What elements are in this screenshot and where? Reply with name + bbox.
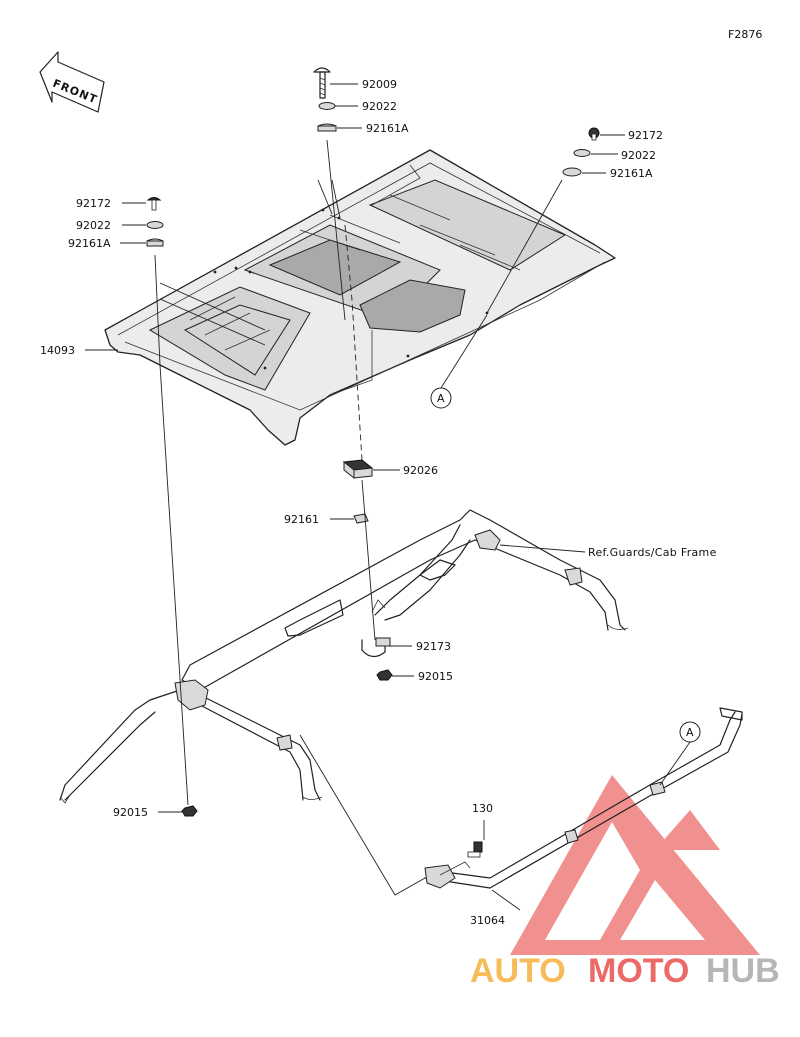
part-label-92172-right: 92172 <box>628 129 663 142</box>
part-label-92161a-top: 92161A <box>366 122 409 135</box>
roof-panel <box>104 149 616 446</box>
part-label-92161a-left: 92161A <box>68 237 111 250</box>
part-label-92022-top: 92022 <box>362 100 397 113</box>
collar-92161a-left-icon <box>146 238 164 247</box>
pad-92161-icon <box>353 513 369 524</box>
part-label-14093: 14093 <box>40 344 75 357</box>
part-label-92161: 92161 <box>284 513 319 526</box>
part-label-92022-right: 92022 <box>621 149 656 162</box>
bolt-92172-left-icon <box>146 197 162 211</box>
diagram-id: F2876 <box>728 28 762 41</box>
part-label-92172-left: 92172 <box>76 197 111 210</box>
nut-92015-right-icon <box>376 669 393 681</box>
bolt-92009-icon <box>313 67 331 99</box>
watermark-text-moto: MOTO <box>588 952 689 990</box>
callout-a-bottom: A <box>679 721 701 743</box>
washer-92022-left-icon <box>146 221 164 229</box>
reference-label: Ref.Guards/Cab Frame <box>588 546 717 559</box>
rubber-92026-icon <box>342 459 374 480</box>
part-label-31064: 31064 <box>470 914 505 927</box>
collar-92161a-top-icon <box>317 123 337 132</box>
part-label-92009: 92009 <box>362 78 397 91</box>
svg-text:A: A <box>437 392 445 405</box>
bolt-92172-right-icon <box>588 127 600 141</box>
nut-92015-left-icon <box>181 805 198 817</box>
front-arrow-icon: FRONT <box>39 51 105 113</box>
svg-text:A: A <box>686 726 694 739</box>
part-label-92015-right: 92015 <box>418 670 453 683</box>
part-label-92026: 92026 <box>403 464 438 477</box>
washer-92022-right-icon <box>573 149 591 157</box>
collar-92161a-right-icon <box>562 167 582 177</box>
callout-a-top: A <box>430 387 452 409</box>
clamp-92173-icon <box>361 637 391 658</box>
bolt-130-icon <box>467 841 483 858</box>
part-label-130: 130 <box>472 802 493 815</box>
cab-frame <box>59 509 629 804</box>
watermark-logo <box>510 775 760 955</box>
watermark-text-auto: AUTO <box>470 952 566 990</box>
washer-92022-top-icon <box>318 102 336 110</box>
support-bracket <box>424 707 743 889</box>
part-label-92015-left: 92015 <box>113 806 148 819</box>
watermark-text-hub: HUB <box>706 952 780 990</box>
part-label-92022-left: 92022 <box>76 219 111 232</box>
part-label-92161a-right: 92161A <box>610 167 653 180</box>
part-label-92173: 92173 <box>416 640 451 653</box>
